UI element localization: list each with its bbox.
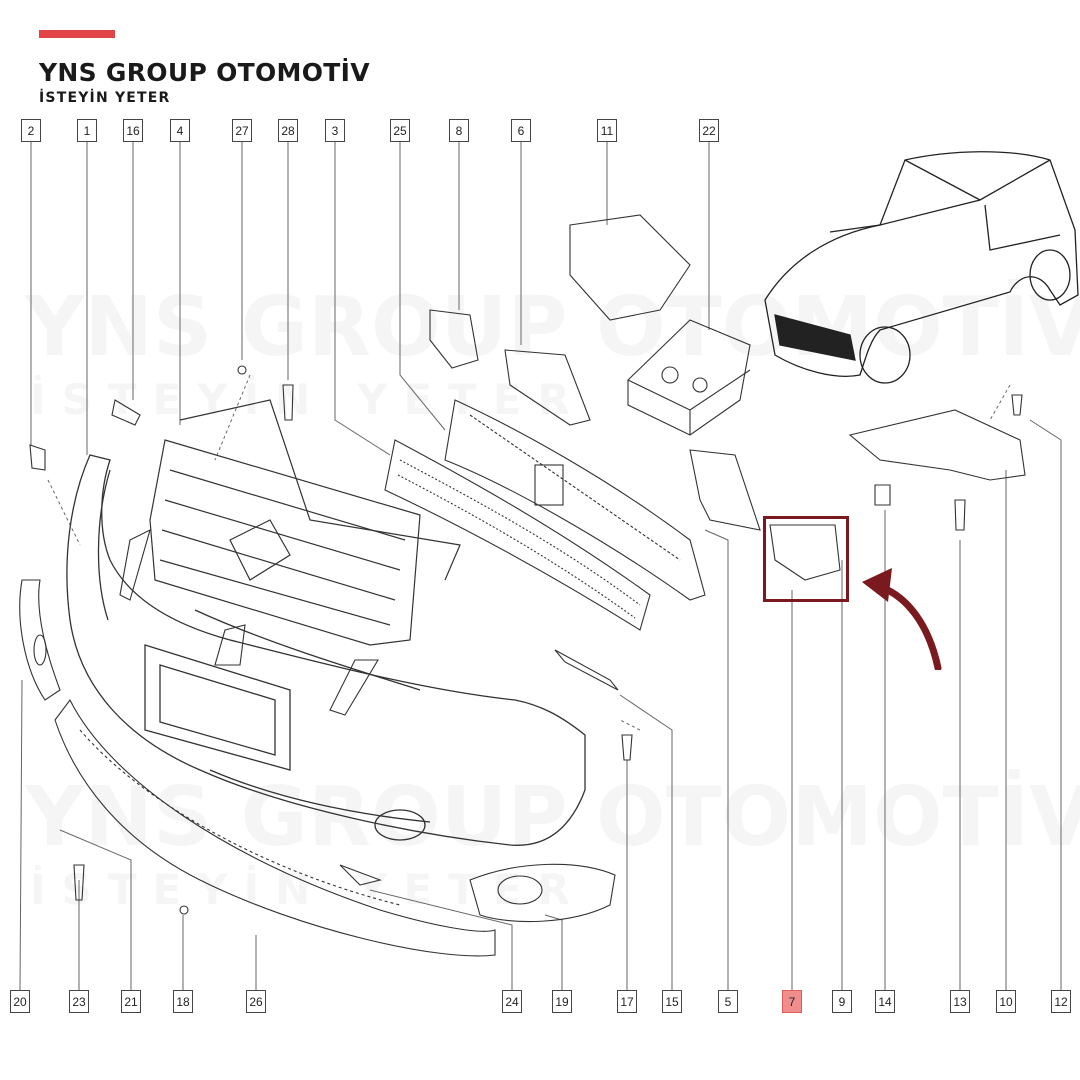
callout-label: 11 — [597, 119, 617, 142]
callout-label: 27 — [232, 119, 252, 142]
callout-label: 17 — [617, 990, 637, 1013]
callout-label: 12 — [1051, 990, 1071, 1013]
callout-label: 1 — [77, 119, 97, 142]
callout-label: 8 — [449, 119, 469, 142]
callout-label: 21 — [121, 990, 141, 1013]
callout-label: 26 — [246, 990, 266, 1013]
callout-label: 23 — [69, 990, 89, 1013]
callout-label: 2 — [21, 119, 41, 142]
fog-lamp-bezel — [469, 863, 616, 923]
lower-spoiler — [54, 698, 496, 957]
callout-label: 25 — [390, 119, 410, 142]
callout-label: 16 — [123, 119, 143, 142]
brand-slogan: İSTEYİN YETER — [39, 90, 171, 106]
car-illustration — [764, 151, 1079, 384]
brand-accent-bar — [39, 30, 115, 38]
leader-lines — [19, 142, 1062, 991]
front-bumper — [66, 454, 586, 846]
callout-label: 19 — [552, 990, 572, 1013]
callout-label: 3 — [325, 119, 345, 142]
callout-label: 5 — [718, 990, 738, 1013]
brand-name: YNS GROUP OTOMOTİV — [39, 58, 370, 87]
callout-label: 9 — [832, 990, 852, 1013]
left-fog-bezel — [19, 579, 61, 701]
grille-frame — [444, 399, 706, 601]
callout-label: 7 — [782, 990, 802, 1013]
callout-label: 18 — [173, 990, 193, 1013]
small-brackets — [29, 214, 1026, 886]
callout-label: 20 — [10, 990, 30, 1013]
callout-label: 4 — [170, 119, 190, 142]
fasteners — [73, 365, 1023, 915]
upper-grille — [149, 399, 461, 646]
callout-label: 24 — [502, 990, 522, 1013]
parts-box — [627, 319, 751, 436]
callout-label: 28 — [278, 119, 298, 142]
callout-label: 22 — [699, 119, 719, 142]
arrow-icon — [862, 568, 942, 670]
callout-label: 13 — [950, 990, 970, 1013]
lower-grille-mesh — [384, 439, 651, 631]
callout-label: 14 — [875, 990, 895, 1013]
callout-label: 10 — [996, 990, 1016, 1013]
callout-label: 15 — [662, 990, 682, 1013]
highlight-frame — [763, 516, 849, 602]
callout-label: 6 — [511, 119, 531, 142]
